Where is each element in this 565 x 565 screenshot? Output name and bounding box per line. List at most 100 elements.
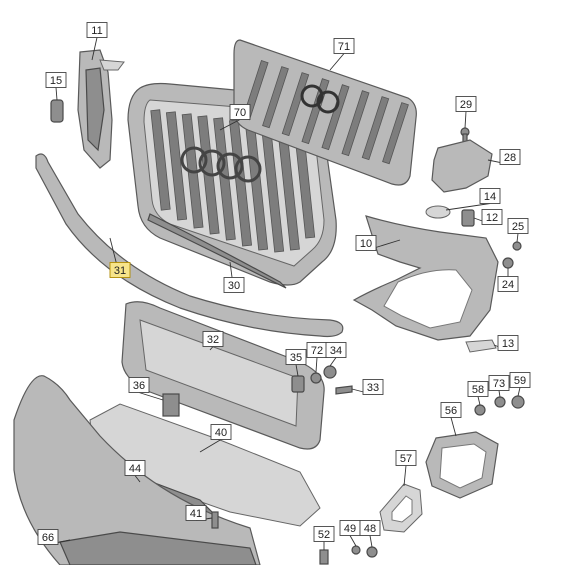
leader-line-36	[138, 392, 164, 401]
callout-58[interactable]: 58	[467, 381, 489, 397]
callout-box-66	[37, 529, 59, 545]
part-number-label: 35	[290, 352, 302, 364]
callout-56[interactable]: 56	[440, 402, 462, 418]
callout-44[interactable]: 44	[124, 460, 146, 476]
part-number-label: 11	[91, 25, 102, 37]
part-71-shape	[233, 39, 417, 186]
callout-box-15	[45, 72, 67, 88]
leader-line-35	[295, 364, 299, 377]
part-number-label: 70	[234, 107, 246, 119]
part-31-shape	[35, 153, 344, 338]
part-number-label: 36	[133, 380, 145, 392]
part-number-label: 59	[514, 375, 526, 387]
part-36-shape	[162, 393, 180, 417]
callout-71[interactable]: 71	[333, 38, 355, 54]
part-72-shape	[310, 372, 322, 384]
callout-52[interactable]: 52	[313, 526, 335, 542]
part-number-label: 49	[344, 523, 356, 535]
part-59-shape	[511, 395, 525, 409]
callout-box-14	[479, 188, 501, 204]
callout-35[interactable]: 35	[285, 349, 307, 365]
callout-57[interactable]: 57	[395, 450, 417, 466]
part-number-label: 28	[504, 152, 516, 164]
part-number-label: 32	[207, 334, 219, 346]
part-49-shape	[351, 545, 361, 555]
leader-line-32	[209, 346, 214, 351]
part-number-label: 33	[367, 382, 379, 394]
part-number-label: 66	[42, 532, 54, 544]
callout-29[interactable]: 29	[455, 96, 477, 112]
part-number-label: 10	[360, 238, 372, 250]
part-14-shape	[425, 205, 451, 219]
callout-box-57	[395, 450, 417, 466]
callout-box-71	[333, 38, 355, 54]
part-32-shape	[121, 301, 325, 450]
leader-line-49	[349, 535, 357, 547]
part-33-shape	[335, 385, 353, 395]
callout-10[interactable]: 10	[355, 235, 377, 251]
callout-13[interactable]: 13	[497, 335, 519, 351]
callout-36[interactable]: 36	[128, 377, 150, 393]
callout-box-10	[355, 235, 377, 251]
part-number-label: 34	[330, 345, 342, 357]
callout-25[interactable]: 25	[507, 218, 529, 234]
callout-41[interactable]: 41	[185, 505, 207, 521]
leader-line-48	[369, 535, 373, 548]
callout-72[interactable]: 72	[306, 342, 328, 358]
part-number-label: 30	[228, 280, 240, 292]
callout-24[interactable]: 24	[497, 276, 519, 292]
leader-line-59	[517, 387, 521, 397]
part-12-shape	[461, 209, 475, 227]
callout-11[interactable]: 11	[86, 22, 108, 38]
callout-73[interactable]: 73	[488, 375, 510, 391]
callout-70[interactable]: 70	[229, 104, 251, 120]
part-24-shape	[502, 257, 514, 269]
callout-15[interactable]: 15	[45, 72, 67, 88]
part-number-label: 41	[190, 508, 202, 520]
part-number-label: 58	[472, 384, 484, 396]
part-58-shape	[474, 404, 486, 416]
leader-line-72	[315, 357, 318, 373]
part-number-label: 52	[318, 529, 330, 541]
callout-31[interactable]: 31	[109, 262, 131, 278]
callout-49[interactable]: 49	[339, 520, 361, 536]
part-number-label: 72	[311, 345, 323, 357]
callout-box-44	[124, 460, 146, 476]
part-30-shape	[147, 213, 287, 289]
callout-33[interactable]: 33	[362, 379, 384, 395]
part-number-label: 40	[215, 427, 227, 439]
part-number-label: 57	[400, 453, 412, 465]
callout-32[interactable]: 32	[202, 331, 224, 347]
leader-line-29	[464, 111, 467, 129]
callout-box-58	[467, 381, 489, 397]
leader-line-44	[134, 475, 141, 483]
part-number-label: 48	[364, 523, 376, 535]
callout-48[interactable]: 48	[359, 520, 381, 536]
callout-box-41	[185, 505, 207, 521]
callout-12[interactable]: 12	[481, 209, 503, 225]
part-number-label: 71	[338, 41, 350, 53]
callout-59[interactable]: 59	[509, 372, 531, 388]
part-48-shape	[366, 546, 378, 558]
callout-66[interactable]: 66	[37, 529, 59, 545]
part-number-label: 14	[484, 191, 496, 203]
leader-line-57	[403, 465, 407, 487]
callout-30[interactable]: 30	[223, 277, 245, 293]
callout-34[interactable]: 34	[325, 342, 347, 358]
part-number-label: 25	[512, 221, 524, 233]
part-52-shape	[319, 549, 329, 565]
part-15-shape	[50, 99, 64, 123]
leader-line-73	[498, 390, 501, 398]
part-28-shape	[431, 139, 493, 193]
leader-line-15	[55, 87, 58, 101]
callout-28[interactable]: 28	[499, 149, 521, 165]
part-10-shape	[352, 215, 499, 341]
callout-box-13	[497, 335, 519, 351]
callout-40[interactable]: 40	[210, 424, 232, 440]
part-13-shape	[465, 339, 497, 353]
part-29-shape	[460, 127, 470, 143]
part-number-label: 24	[502, 279, 514, 291]
part-34-shape	[323, 365, 337, 379]
callout-14[interactable]: 14	[479, 188, 501, 204]
